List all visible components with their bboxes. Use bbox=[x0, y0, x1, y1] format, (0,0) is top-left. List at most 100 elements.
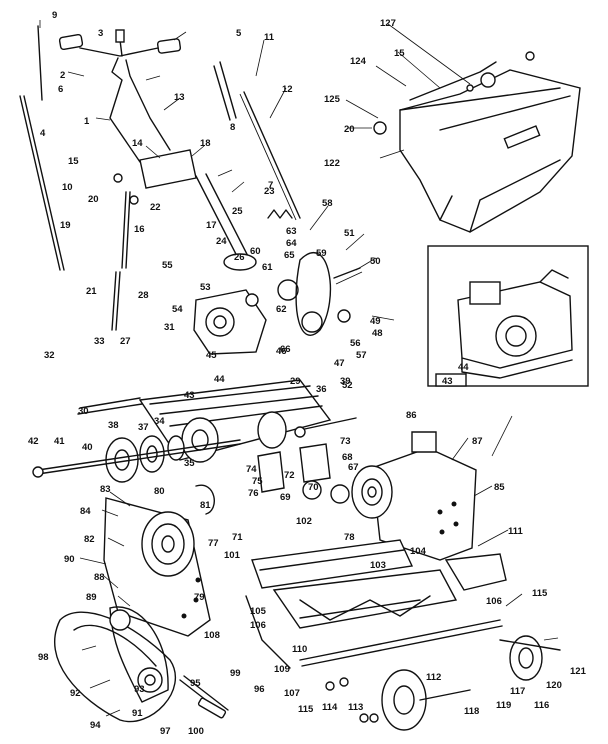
callout-19: 19 bbox=[60, 220, 71, 231]
callout-59: 59 bbox=[316, 248, 327, 259]
callout-1: 1 bbox=[84, 116, 90, 127]
callout-85: 85 bbox=[494, 482, 505, 493]
callout-43: 43 bbox=[184, 390, 195, 401]
callout-89: 89 bbox=[86, 592, 97, 603]
callout-103: 103 bbox=[370, 560, 386, 571]
bed-knife-assembly bbox=[245, 539, 458, 669]
reel-assembly bbox=[32, 379, 357, 483]
callout-30: 30 bbox=[78, 406, 89, 417]
callout-36: 36 bbox=[316, 384, 327, 395]
callout-38: 38 bbox=[108, 420, 119, 431]
callout-109: 109 bbox=[274, 664, 290, 675]
callout-18: 18 bbox=[200, 138, 211, 149]
callout-98: 98 bbox=[38, 652, 49, 663]
callout-74: 74 bbox=[246, 464, 257, 475]
callout-114: 114 bbox=[322, 702, 338, 713]
callout-28: 28 bbox=[138, 290, 149, 301]
callout-15-catcher: 15 bbox=[394, 48, 405, 59]
callout-112: 112 bbox=[426, 672, 441, 683]
callout-101: 101 bbox=[224, 550, 241, 561]
callout-69: 69 bbox=[280, 492, 291, 503]
callout-75: 75 bbox=[252, 476, 263, 487]
callout-62: 62 bbox=[276, 304, 287, 315]
callout-116: 116 bbox=[534, 700, 549, 711]
callout-96: 96 bbox=[254, 684, 265, 695]
callout-31: 31 bbox=[164, 322, 175, 333]
callout-14: 14 bbox=[132, 138, 143, 149]
callout-76: 76 bbox=[248, 488, 259, 499]
callout-91: 91 bbox=[132, 708, 143, 719]
chain-drive-cover bbox=[54, 606, 229, 723]
callout-82: 82 bbox=[84, 534, 95, 545]
callout-25: 25 bbox=[232, 206, 243, 217]
callout-110: 110 bbox=[292, 644, 307, 655]
callout-107: 107 bbox=[284, 688, 300, 699]
callout-42: 42 bbox=[28, 436, 39, 447]
callout-97: 97 bbox=[160, 726, 171, 737]
callout-65: 65 bbox=[284, 250, 295, 261]
callout-13: 13 bbox=[174, 92, 185, 103]
callout-21: 21 bbox=[86, 286, 97, 297]
callout-67: 67 bbox=[348, 462, 359, 473]
callout-72: 72 bbox=[284, 470, 295, 481]
callout-29: 29 bbox=[290, 376, 301, 387]
callout-124: 124 bbox=[350, 56, 367, 67]
engine-drive-area bbox=[193, 252, 363, 355]
callout-20-catcher: 20 bbox=[344, 124, 355, 135]
callout-16: 16 bbox=[134, 224, 145, 235]
callout-115-right: 115 bbox=[532, 588, 548, 599]
callout-115: 115 bbox=[298, 704, 314, 715]
callout-87: 87 bbox=[472, 436, 483, 447]
callout-41: 41 bbox=[54, 436, 65, 447]
callout-15: 15 bbox=[68, 156, 79, 167]
callout-48: 48 bbox=[372, 328, 383, 339]
callout-68: 68 bbox=[342, 452, 353, 463]
callout-113: 113 bbox=[348, 702, 363, 713]
callout-2: 2 bbox=[60, 70, 65, 81]
callout-56: 56 bbox=[350, 338, 361, 349]
callout-54: 54 bbox=[172, 304, 183, 315]
callout-6: 6 bbox=[58, 84, 63, 95]
callout-106: 106 bbox=[250, 620, 266, 631]
callout-77: 77 bbox=[208, 538, 219, 549]
callout-33: 33 bbox=[94, 336, 105, 347]
callout-90: 90 bbox=[64, 554, 75, 565]
handle-assembly bbox=[19, 25, 301, 331]
callout-44: 44 bbox=[214, 374, 225, 385]
callout-125: 125 bbox=[324, 94, 341, 105]
callout-labels: 1 2 3 4 5 6 7 8 9 10 11 12 13 14 15 16 1… bbox=[28, 10, 587, 737]
callout-102: 102 bbox=[296, 516, 312, 527]
roller-wheels bbox=[299, 553, 561, 731]
callout-9: 9 bbox=[52, 10, 57, 21]
callout-58: 58 bbox=[322, 198, 333, 209]
callout-10: 10 bbox=[62, 182, 73, 193]
side-plate-left bbox=[103, 484, 215, 637]
callout-86: 86 bbox=[406, 410, 417, 421]
engine-inset bbox=[427, 245, 589, 387]
callout-79: 79 bbox=[194, 592, 205, 603]
callout-73: 73 bbox=[340, 436, 351, 447]
callout-81: 81 bbox=[200, 500, 211, 511]
callout-66: 66 bbox=[280, 344, 291, 355]
callout-37: 37 bbox=[138, 422, 149, 433]
callout-119: 119 bbox=[496, 700, 511, 711]
callout-51: 51 bbox=[344, 228, 355, 239]
grass-catcher bbox=[373, 51, 581, 233]
leader-lines bbox=[39, 20, 559, 717]
callout-40: 40 bbox=[82, 442, 93, 453]
callout-78: 78 bbox=[344, 532, 355, 543]
callout-70: 70 bbox=[308, 482, 319, 493]
callout-92: 92 bbox=[70, 688, 81, 699]
callout-121: 121 bbox=[570, 666, 587, 677]
inset-callout-44: 44 bbox=[458, 362, 469, 373]
callout-57: 57 bbox=[356, 350, 367, 361]
callout-120: 120 bbox=[546, 680, 562, 691]
callout-34: 34 bbox=[154, 416, 165, 427]
callout-5: 5 bbox=[236, 28, 242, 39]
callout-32: 32 bbox=[44, 350, 55, 361]
callout-47: 47 bbox=[334, 358, 345, 369]
callout-64: 64 bbox=[286, 238, 297, 249]
inset-callout-43: 43 bbox=[442, 376, 453, 387]
callout-52: 52 bbox=[342, 380, 353, 391]
